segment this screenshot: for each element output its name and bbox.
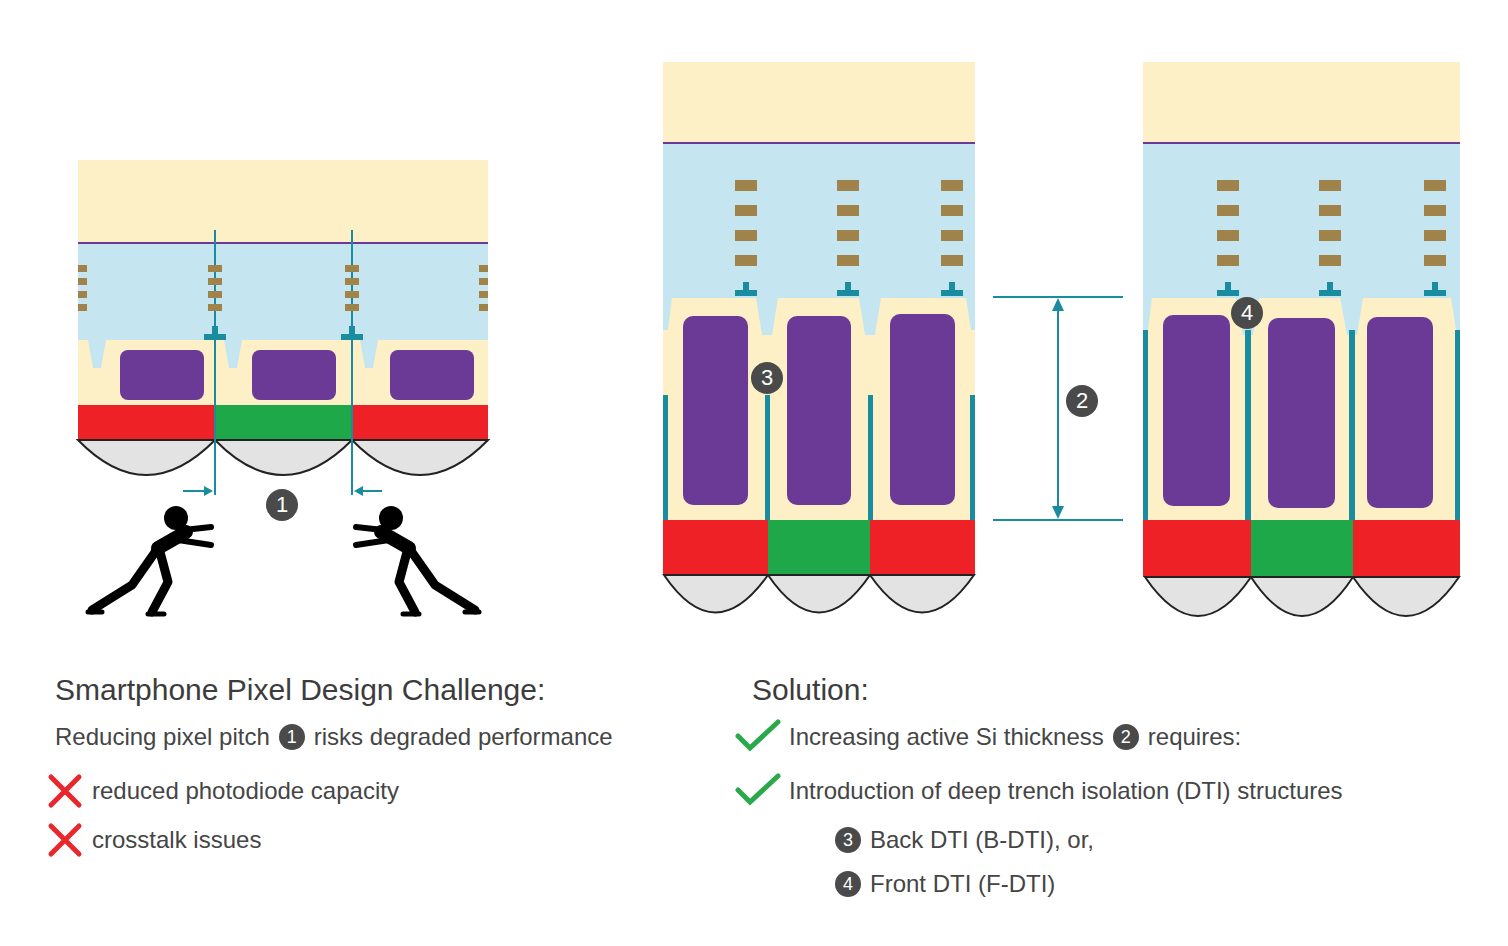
caption-text: Solution: [752,673,869,707]
caption-text: Back DTI (B-DTI), or, [870,826,1094,854]
text-line: 3 Back DTI (B-DTI), or, [835,826,1094,854]
callout-number: 4 [835,871,861,897]
text-line: Introduction of deep trench isolation (D… [789,777,1343,805]
status-marks [51,722,778,854]
callout-number: 2 [1113,724,1139,750]
caption-text: reduced photodiode capacity [92,777,399,805]
text-line: reduced photodiode capacity [92,777,399,805]
bdti-pixel [663,62,975,613]
callout-number: 3 [835,827,861,853]
text-line: crosstalk issues [92,826,261,854]
callout-number: 3 [751,362,783,394]
callout-number: 1 [266,489,298,521]
callout-number: 4 [1231,297,1263,329]
fdti-pixel [1143,62,1460,616]
caption-text: Reducing pixel pitch [55,723,270,751]
section-heading: Solution: [752,673,869,707]
section-heading: Smartphone Pixel Design Challenge: [55,673,545,707]
text-line: Reducing pixel pitch 1 risks degraded perf… [55,723,613,751]
text-line: Increasing active Si thickness 2 requires: [789,723,1241,751]
caption-text: Increasing active Si thickness [789,723,1104,751]
text-line: 4 Front DTI (F-DTI) [835,870,1055,898]
pushing-people [88,506,479,614]
caption-text: Smartphone Pixel Design Challenge: [55,673,545,707]
callout-number: 1 [279,724,305,750]
caption-text: risks degraded performance [314,723,613,751]
caption-text: Front DTI (F-DTI) [870,870,1055,898]
shrinking-pixel [78,160,488,496]
callout-number: 2 [1066,385,1098,417]
thickness-dimension [993,297,1123,520]
caption-text: requires: [1148,723,1241,751]
caption-text: Introduction of deep trench isolation (D… [789,777,1343,805]
caption-text: crosstalk issues [92,826,261,854]
